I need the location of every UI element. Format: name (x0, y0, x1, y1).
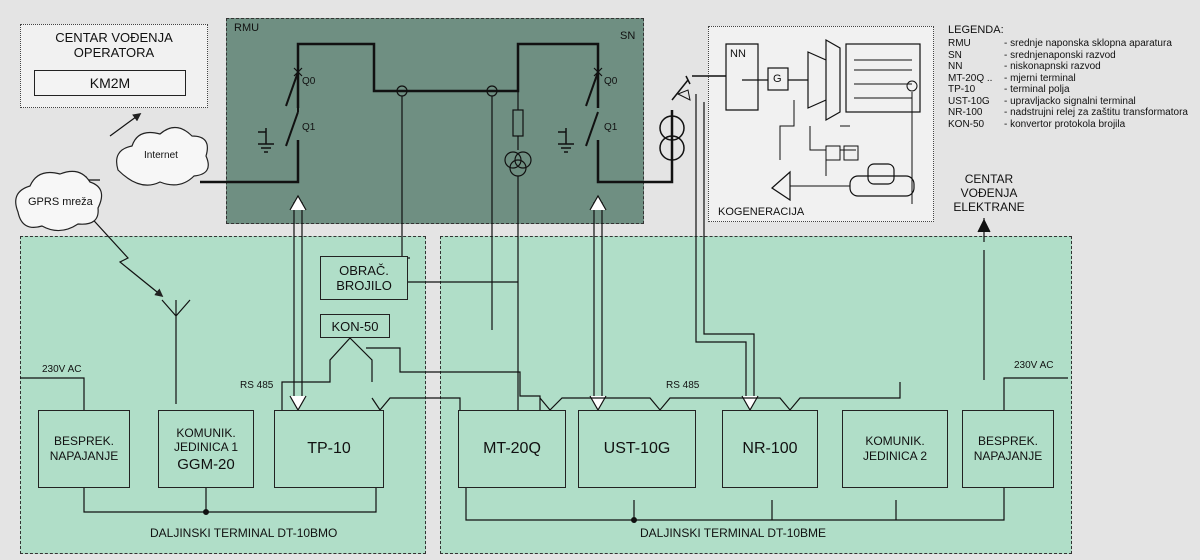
q0-left-label: Q0 (302, 76, 316, 87)
right-besprek-box: BESPREK.NAPAJANJE (962, 410, 1054, 488)
busbar-line (200, 140, 300, 184)
nn-label: NN (730, 48, 746, 60)
internet-cloud (116, 126, 209, 186)
km2m-box: KM2M (34, 70, 186, 96)
right-ac-label: 230V AC (1014, 360, 1054, 371)
kon50-box: KON-50 (320, 314, 390, 338)
gprs-label: GPRS mreža (28, 196, 93, 208)
generator-label: G (773, 73, 782, 85)
cogeneration-panel (708, 26, 934, 222)
q1-left-label: Q1 (302, 122, 316, 133)
right-terminal-panel (440, 236, 1072, 554)
left-rs485-label: RS 485 (240, 380, 274, 391)
legend-title: LEGENDA: (948, 24, 1004, 36)
left-terminal-label: DALJINSKI TERMINAL DT-10BMO (150, 526, 338, 540)
gprs-cloud (15, 170, 103, 232)
left-ac-label: 230V AC (42, 364, 82, 375)
kom1-box: KOMUNIK.JEDINICA 1 GGM-20 (158, 410, 254, 488)
right-terminal-label: DALJINSKI TERMINAL DT-10BME (640, 526, 827, 540)
ust10g-box: UST-10G (578, 410, 696, 488)
nr100-box: NR-100 (722, 410, 818, 488)
switch-q0-left (285, 71, 299, 107)
sn-label: SN (620, 30, 636, 42)
kom2-box: KOMUNIK.JEDINICA 2 (842, 410, 948, 488)
mt20q-box: MT-20Q (458, 410, 566, 488)
q0-right-label: Q0 (604, 76, 618, 87)
legend: LEGENDA: RMU- srednje naponska sklopna a… (948, 24, 1188, 130)
q1-right-label: Q1 (604, 122, 618, 133)
cogeneration-label: KOGENERACIJA (718, 206, 805, 218)
meter-box: OBRAČ.BROJILO (320, 256, 408, 300)
left-besprek-box: BESPREK.NAPAJANJE (38, 410, 130, 488)
rmu-label: RMU (234, 22, 260, 34)
right-rs485-label: RS 485 (666, 380, 700, 391)
switch-q1-left (285, 111, 299, 147)
internet-label: Internet (144, 150, 178, 161)
tp10-box: TP-10 (274, 410, 384, 488)
switch-q0-right (585, 71, 599, 107)
switch-q1-right (585, 111, 599, 147)
